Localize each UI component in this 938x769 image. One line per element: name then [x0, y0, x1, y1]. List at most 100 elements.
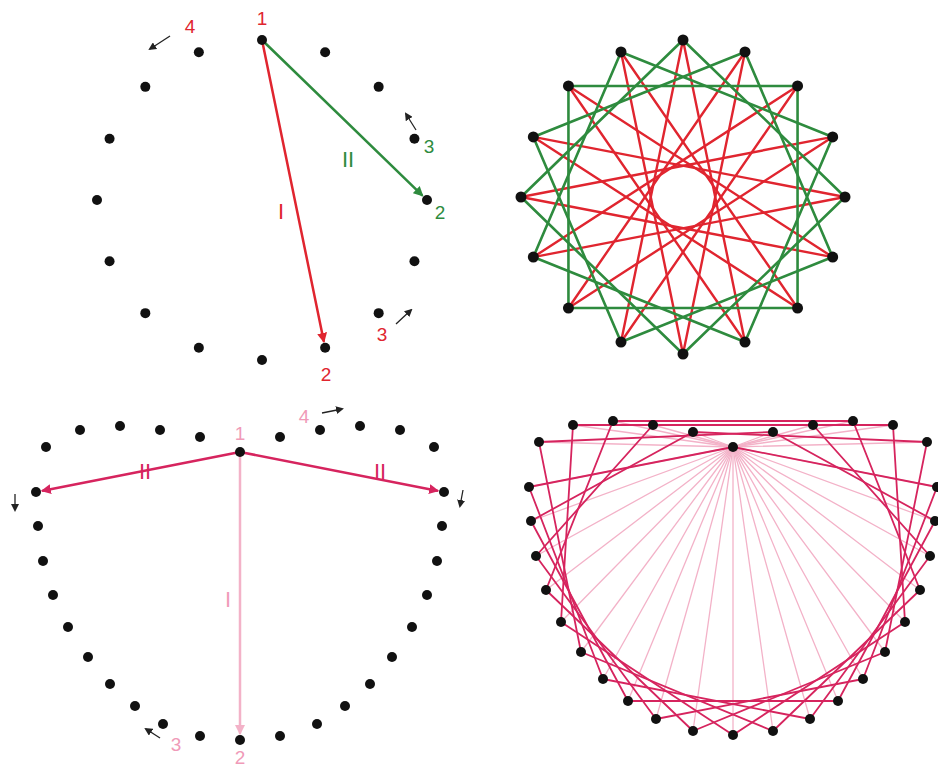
nail-dot: [41, 442, 51, 452]
magenta-string: [546, 421, 613, 590]
nail-dot: [195, 731, 205, 741]
green-string: [567, 86, 570, 308]
nail-dot: [374, 82, 384, 92]
magenta-string: [531, 432, 693, 521]
magenta-string: [573, 424, 813, 426]
nail-dot: [155, 425, 165, 435]
nail-dot: [429, 442, 439, 452]
direction-arrow: [14, 494, 15, 510]
nail-dot: [422, 195, 432, 205]
nail-dot: [526, 516, 536, 526]
nail-dot: [320, 47, 330, 57]
step-number: 4: [299, 407, 310, 426]
nail-dot: [925, 551, 935, 561]
nail-dot: [407, 622, 417, 632]
nail-dot: [355, 421, 365, 431]
pink-string: [733, 447, 935, 521]
nail-dot: [541, 585, 551, 595]
nail-dot: [140, 82, 150, 92]
nail-dot: [105, 679, 115, 689]
nail-dot: [534, 437, 544, 447]
pink-string: [733, 447, 937, 487]
magenta-string: [536, 425, 653, 556]
pink-string: [733, 447, 863, 679]
nail-dot: [739, 46, 750, 57]
nail-dot: [31, 487, 41, 497]
pink-string: [561, 447, 733, 622]
nail-dot: [616, 46, 627, 57]
nail-dot: [880, 647, 890, 657]
nail-dot: [739, 337, 750, 348]
nail-dot: [387, 652, 397, 662]
nail-dot: [422, 590, 432, 600]
nail-dot: [833, 696, 843, 706]
nail-dot: [105, 256, 115, 266]
magenta-string: [693, 652, 885, 731]
magenta-string: [539, 432, 773, 442]
nail-dot: [374, 308, 384, 318]
nail-dot: [257, 35, 267, 45]
nail-dot: [130, 701, 140, 711]
string-step-one: [239, 452, 242, 733]
pink-string: [733, 447, 885, 652]
step-number: 1: [257, 9, 268, 28]
magenta-string: [885, 442, 927, 652]
nail-dot: [608, 416, 618, 426]
roman-numeral: II: [139, 461, 151, 483]
nail-dot: [235, 447, 245, 457]
pink-string: [531, 447, 733, 521]
green-string: [568, 85, 797, 88]
pink-string: [603, 447, 733, 679]
green-string: [745, 52, 833, 257]
nail-dot: [728, 730, 738, 740]
step-number: 1: [235, 424, 246, 443]
pink-string: [733, 447, 905, 622]
green-string: [533, 52, 745, 137]
green-string: [683, 197, 845, 354]
green-string: [533, 52, 621, 257]
nail-dot: [623, 696, 633, 706]
green-string: [796, 86, 799, 308]
nail-dot: [275, 731, 285, 741]
nail-dot: [827, 252, 838, 263]
direction-arrow: [406, 114, 416, 130]
direction-arrow: [460, 490, 463, 506]
string-step-two: [262, 40, 422, 195]
nail-dot: [432, 556, 442, 566]
string-step-two: [240, 452, 437, 491]
direction-arrow: [150, 36, 170, 49]
nail-dot: [528, 131, 539, 142]
nail-dot: [888, 420, 898, 430]
nail-dot: [48, 590, 58, 600]
nail-dot: [312, 719, 322, 729]
magenta-string: [810, 556, 930, 719]
step-number: 2: [435, 203, 446, 222]
nail-dot: [105, 134, 115, 144]
nail-dot: [158, 719, 168, 729]
magenta-string: [531, 521, 628, 701]
string-step-two: [43, 452, 240, 491]
nail-dot: [556, 617, 566, 627]
nail-dot: [768, 726, 778, 736]
green-string: [521, 197, 683, 354]
nail-dot: [439, 487, 449, 497]
magenta-string: [838, 521, 935, 701]
step-number: 3: [377, 325, 388, 344]
nail-dot: [805, 714, 815, 724]
nail-dot: [688, 427, 698, 437]
step-number: 4: [185, 17, 196, 36]
magenta-string: [733, 447, 937, 487]
nail-dot: [858, 674, 868, 684]
nail-dot: [768, 427, 778, 437]
nail-dot: [930, 516, 938, 526]
nail-dot: [563, 303, 574, 314]
nail-dot: [922, 437, 932, 447]
nail-dot: [320, 343, 330, 353]
nail-dot: [598, 674, 608, 684]
pink-string: [733, 447, 810, 719]
nail-dot: [409, 134, 419, 144]
nail-dot: [932, 482, 938, 492]
nail-dot: [792, 303, 803, 314]
magenta-string: [656, 679, 863, 719]
nail-dot: [528, 252, 539, 263]
